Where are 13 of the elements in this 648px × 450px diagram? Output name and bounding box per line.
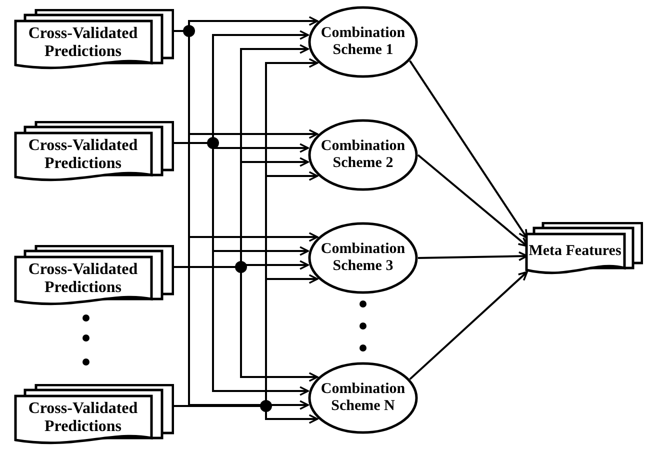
node-label: Cross-Validated Predictions: [27, 260, 139, 298]
connector-arrow: [417, 154, 528, 247]
node-label: Combination Scheme 3: [320, 240, 406, 276]
connector-arrow: [418, 251, 528, 262]
node-label: Combination Scheme 2: [320, 138, 406, 172]
node-label: Combination Scheme 1: [320, 24, 406, 60]
connector-arrow: [409, 271, 528, 380]
node-label: Cross-Validated Predictions: [27, 24, 139, 62]
connector-arrow: [409, 60, 528, 239]
node-label: Meta Features: [528, 243, 622, 261]
node-label: Cross-Validated Predictions: [27, 136, 139, 174]
node-label: Cross-Validated Predictions: [27, 400, 139, 436]
node-label: Combination Scheme N: [320, 380, 406, 416]
